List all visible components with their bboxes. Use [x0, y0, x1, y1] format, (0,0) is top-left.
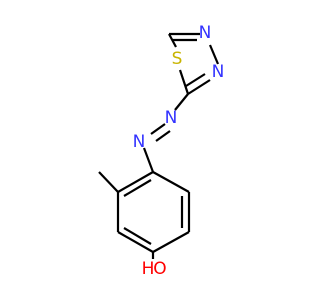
- atom-n-azo-upper: N: [165, 108, 178, 128]
- structure-canvas: S N N N N O H: [98, 23, 225, 279]
- bond-n-c2-ring-double: [185, 73, 206, 87]
- bond-benzene-6-inner: [123, 179, 152, 197]
- bond-azo-benzene: [142, 147, 155, 173]
- bond-benzene-4-inner: [123, 227, 152, 245]
- bond-azo: [150, 123, 166, 135]
- bond-benzene-6: [117, 171, 154, 193]
- bond-c2-s: [178, 69, 190, 95]
- atom-h: H: [142, 259, 155, 279]
- bond-n-c2-ring: [187, 79, 211, 95]
- atom-n-ring-right: N: [212, 62, 225, 82]
- bond-benzene-4: [117, 231, 154, 253]
- molecule-drawing: S N N N N O H: [98, 23, 225, 279]
- bond-azo-double: [155, 130, 171, 142]
- bond-n-n-ring: [208, 44, 220, 65]
- atom-n-azo-lower: N: [133, 132, 146, 152]
- bond-benzene-3: [152, 231, 190, 253]
- bond-benzene-1: [152, 171, 190, 193]
- atom-s: S: [172, 49, 183, 69]
- atom-o: O: [153, 259, 166, 279]
- atom-n-ring-top: N: [199, 23, 212, 43]
- bond-c2-azo: [174, 93, 189, 111]
- bond-methyl: [98, 171, 119, 193]
